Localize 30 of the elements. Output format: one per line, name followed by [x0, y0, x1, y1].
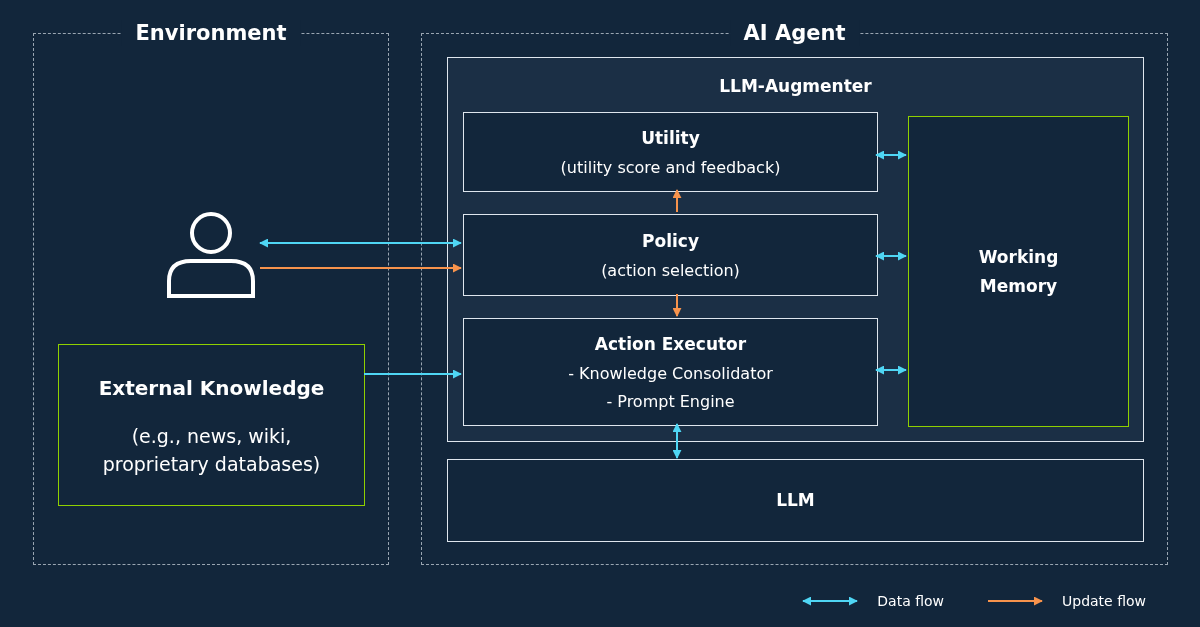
- box-description: (e.g., news, wiki, proprietary databases): [101, 423, 322, 477]
- arrow: [875, 150, 907, 160]
- box-description: (utility score and feedback): [559, 157, 782, 179]
- component-box: [908, 116, 1129, 427]
- arrow: [875, 365, 907, 375]
- box-title: Action Executor: [593, 333, 748, 357]
- arrow: [363, 369, 462, 379]
- legend-label: Update flow: [1062, 593, 1146, 609]
- box-description: - Knowledge Consolidator: [567, 363, 774, 386]
- box-title: Working Memory: [977, 246, 1060, 298]
- arrow: [875, 251, 907, 261]
- box-title: Utility: [640, 126, 701, 150]
- box-description: (action selection): [600, 260, 741, 282]
- component-box: [447, 459, 1144, 542]
- component-panel: [447, 57, 1144, 442]
- box-description: - Prompt Engine: [605, 390, 736, 413]
- arrow: [672, 293, 682, 317]
- box-title: Policy: [641, 229, 700, 253]
- box-title: External Knowledge: [97, 374, 326, 402]
- component-box: [463, 214, 878, 296]
- arrow: [672, 423, 682, 459]
- arrow: [672, 189, 682, 213]
- component-box: [463, 112, 878, 192]
- arrow: [259, 238, 462, 248]
- legend-label: Data flow: [877, 593, 944, 609]
- panel-title: LLM-Augmenter: [718, 75, 873, 98]
- component-box: [58, 344, 365, 506]
- component-box: [463, 318, 878, 426]
- arrow: [259, 263, 462, 273]
- box-title: LLM: [775, 488, 816, 512]
